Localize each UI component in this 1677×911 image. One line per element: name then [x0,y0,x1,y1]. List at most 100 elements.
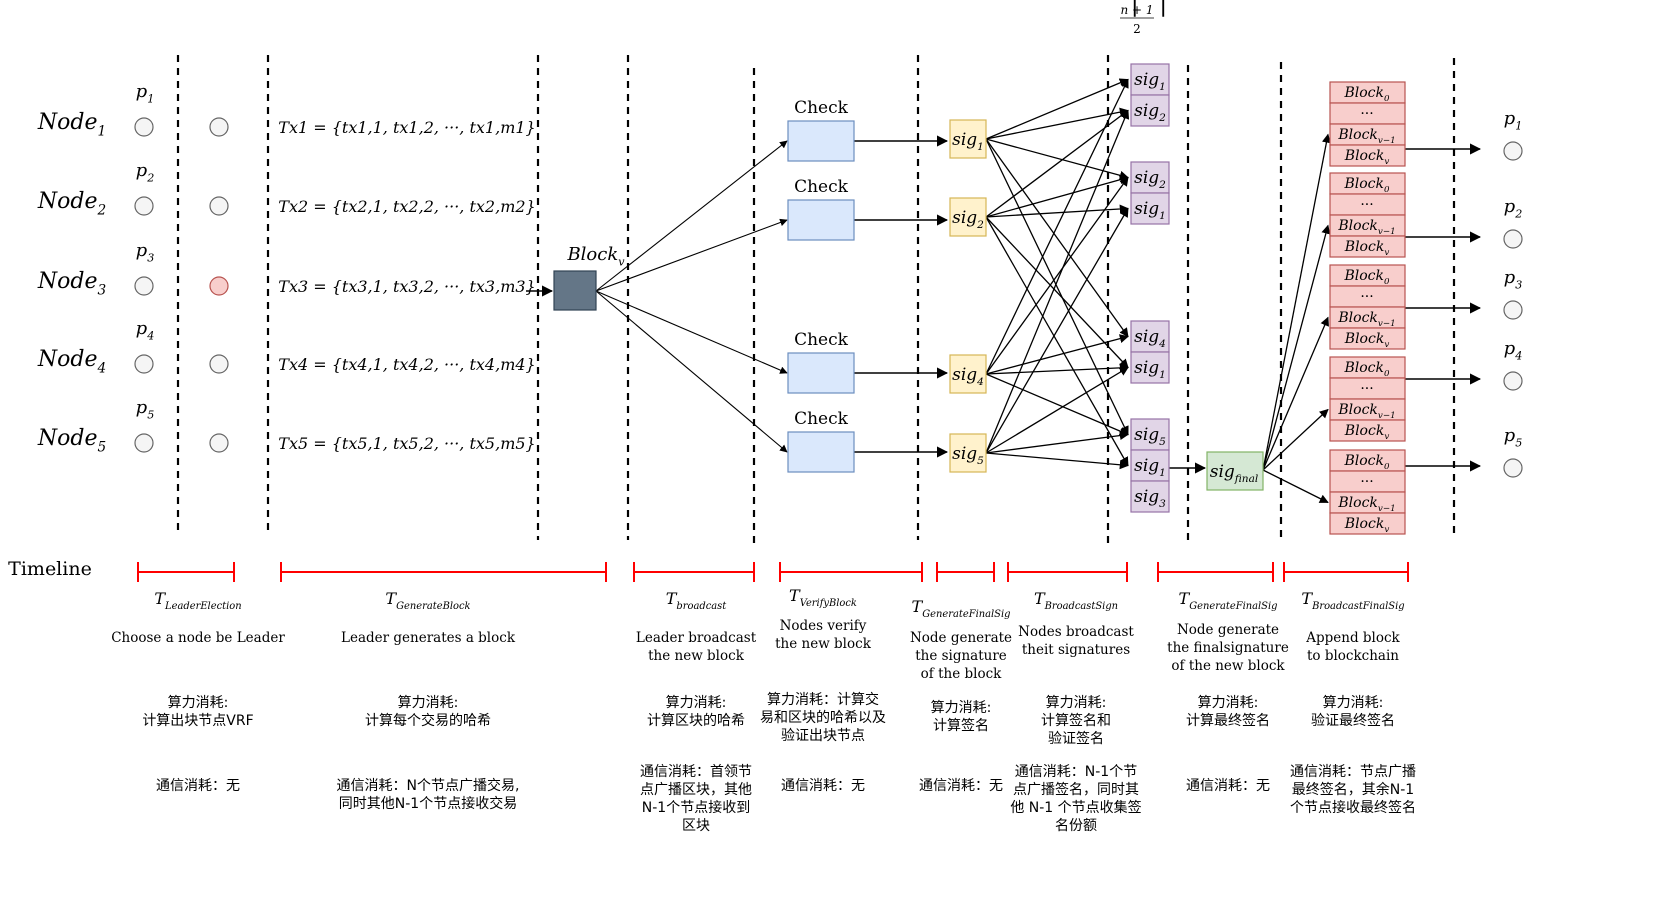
block-v-label: Blockv [566,244,625,268]
node-p-label: p4 [136,318,155,342]
chain-block-label-base: Block [1337,218,1378,234]
collected-sig-cell [1130,94,1170,127]
collected-sig-label-sub: 1 [1159,81,1166,93]
chain-block-label: Blockv [1344,331,1390,350]
check-box [787,431,855,473]
check-box [787,199,855,241]
sig-label: sig5 [952,444,984,467]
phase-title: TBroadcastSign [1034,589,1118,612]
phase-compute-cost: 验证出块节点 [781,728,865,744]
chain-ellipsis: ··· [1360,197,1373,213]
phase-compute-cost: 易和区块的哈希以及 [760,710,886,726]
final-node-p-label: p3 [1504,267,1523,291]
collected-sig-label-base: sig [1134,199,1159,219]
final-node-circle [1503,300,1523,320]
sig-broadcast-arrow [985,452,1129,470]
broadcast-arrow [595,140,788,292]
node-p-label-base: p [136,81,148,102]
sig-broadcast-arrow [985,109,1130,454]
sig-broadcast-arrow [985,207,1129,454]
node-circle [209,117,229,137]
collected-sig-cell [1130,320,1170,353]
phase-compute-cost: 计算最终签名 [1186,712,1270,729]
chain-block-label-base: Block [1344,423,1385,439]
check-box [787,352,855,394]
phase-comm-cost: 通信消耗：N个节点广播交易, [337,777,520,794]
chain-block-label-sub: 0 [1384,369,1390,379]
node-label-base: Node [37,426,98,451]
chain-block-label-sub: v [1384,525,1389,535]
check-label: Check [794,177,849,197]
final-sig-broadcast-arrow [1262,408,1329,471]
collected-sig-label-sub: 4 [1158,338,1166,350]
phase-comm-cost: 通信消耗：无 [919,778,1003,794]
chain-block-label-sub: v−1 [1378,227,1396,237]
phase-comm-cost: 通信消耗：首领节 [640,764,752,780]
node-p-label-sub: 2 [146,171,154,184]
final-node-p-label-base: p [1504,267,1516,288]
sig-label: sig4 [952,365,984,388]
phase-title: TGenerateFinalSig [1179,589,1278,612]
collected-sig-label-sub: 1 [1159,369,1166,381]
tx-set-label: Tx5 = {tx5,1, tx5,2, ···, tx5,m5} [278,434,535,453]
node-label-sub: 3 [97,283,106,299]
phase-title: TBroadcastFinalSig [1301,589,1404,612]
phase-title-base: T [912,597,924,616]
block-v-box [553,270,597,311]
phase-title: TGenerateBlock [385,589,470,612]
phase-description: Nodes broadcast [1018,624,1134,640]
sig-box [949,119,987,159]
phase-description: Node generate [1177,622,1279,638]
chain-block-cell [1329,419,1406,442]
chain-block-label-base: Block [1337,495,1378,511]
tx-set-label: Tx4 = {tx4,1, tx4,2, ···, tx4,m4} [278,355,535,374]
phase-title-sub: BroadcastSign [1044,601,1118,612]
check-box [787,120,855,162]
chain-block-cell [1329,327,1406,350]
phase-description: Nodes verify [780,618,867,634]
threshold-denominator: 2 [1133,22,1141,36]
phase-compute-cost: 算力消耗: [931,700,992,716]
phase-comm-cost: 同时其他N-1个节点接收交易 [339,795,517,812]
chain-block-label-base: Block [1337,402,1378,418]
node-circle [134,354,154,374]
sig-broadcast-arrow [985,138,1129,338]
node-circle [134,276,154,296]
chain-block-label: Blockv−1 [1337,127,1395,146]
chain-block-label: Block0 [1343,360,1390,379]
phase-description: the signature [915,648,1007,664]
phase-compute-cost: 算力消耗：计算交 [767,691,879,708]
sig-broadcast-arrow [985,107,1129,140]
phase-title-sub: BroadcastFinalSig [1311,601,1405,612]
collected-sig-label-base: sig [1134,487,1159,507]
sig-label: sig1 [952,130,984,153]
chain-block-label-base: Block [1343,453,1384,469]
tx-set-label: Tx1 = {tx1,1, tx1,2, ···, tx1,m1} [278,118,535,137]
sig-label-sub: 4 [976,376,984,388]
sig-final-label-base: sig [1210,462,1235,482]
collected-sig-label: sig2 [1134,168,1166,191]
node-label-sub: 4 [96,361,106,377]
chain-ellipsis: ··· [1360,474,1373,490]
phase-title-sub: GenerateFinalSig [922,609,1010,620]
sig-broadcast-arrow [985,204,1129,218]
chain-block-label-sub: v−1 [1378,504,1396,514]
chain-block-label-sub: v−1 [1378,136,1396,146]
collected-sig-label: sig1 [1134,70,1166,93]
chain-block-label-base: Block [1344,148,1385,164]
phase-description: the finalsignature [1167,640,1289,656]
node-circle [134,196,154,216]
phase-title-base: T [1179,589,1191,608]
sig-broadcast-arrow [985,138,1129,180]
sig-broadcast-arrow [985,176,1129,375]
chain-block-cell [1329,144,1406,167]
sig-broadcast-arrow [985,109,1129,218]
phase-description: of the new block [1171,658,1285,674]
chain-block-label: Blockv [1344,516,1390,535]
chain-block-label: Blockv [1344,148,1390,167]
sig-broadcast-arrow [985,138,1129,436]
phase-title-sub: VerifyBlock [800,598,857,609]
sig-broadcast-arrow [985,78,1129,375]
phase-title: Tbroadcast [666,589,726,612]
phase-compute-cost: 算力消耗: [1198,695,1259,711]
